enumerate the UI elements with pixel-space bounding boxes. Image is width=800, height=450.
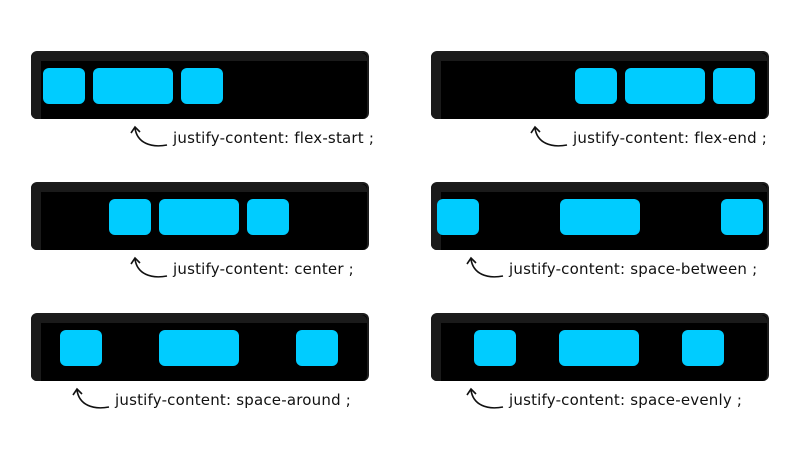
flex-item	[625, 68, 705, 104]
flex-item	[296, 330, 339, 366]
flex-item	[43, 68, 85, 104]
flex-item	[474, 330, 516, 366]
caption: justify-content: space-between ;	[465, 254, 757, 284]
flex-item	[59, 330, 102, 366]
flex-container	[31, 182, 369, 250]
demo-flex-start: justify-content: flex-start ;	[31, 51, 374, 147]
demo-space-evenly: justify-content: space-evenly ;	[431, 313, 771, 409]
caption: justify-content: center ;	[129, 254, 354, 284]
flex-container	[431, 182, 769, 250]
flex-item	[560, 199, 640, 235]
caption: justify-content: space-around ;	[71, 385, 351, 415]
flex-item	[247, 199, 289, 235]
caption: justify-content: flex-end ;	[529, 123, 767, 153]
caption-label: justify-content: flex-end ;	[573, 129, 768, 147]
curved-arrow-icon	[72, 387, 110, 409]
caption-label: justify-content: space-evenly ;	[509, 391, 743, 409]
caption-label: justify-content: flex-start ;	[173, 129, 375, 147]
flex-item	[181, 68, 223, 104]
caption-label: justify-content: center ;	[173, 260, 354, 278]
flex-container	[431, 51, 769, 119]
caption: justify-content: space-evenly ;	[465, 385, 742, 415]
demo-center: justify-content: center ;	[31, 182, 371, 278]
flex-item	[721, 199, 763, 235]
curved-arrow-icon	[466, 256, 504, 278]
flex-item	[109, 199, 151, 235]
flex-item	[575, 68, 617, 104]
flex-item	[437, 199, 479, 235]
flex-container	[31, 313, 369, 381]
flex-item	[713, 68, 755, 104]
flex-item	[158, 330, 239, 366]
flex-item	[559, 330, 639, 366]
caption: justify-content: flex-start ;	[129, 123, 374, 153]
flex-item	[159, 199, 239, 235]
demo-space-between: justify-content: space-between ;	[431, 182, 771, 278]
demo-flex-end: justify-content: flex-end ;	[431, 51, 771, 147]
curved-arrow-icon	[130, 256, 168, 278]
flex-item	[93, 68, 173, 104]
flex-container	[31, 51, 369, 119]
curved-arrow-icon	[530, 125, 568, 147]
demo-space-around: justify-content: space-around ;	[31, 313, 371, 409]
curved-arrow-icon	[466, 387, 504, 409]
curved-arrow-icon	[130, 125, 168, 147]
caption-label: justify-content: space-between ;	[509, 260, 758, 278]
flex-container	[431, 313, 769, 381]
caption-label: justify-content: space-around ;	[115, 391, 352, 409]
flex-item	[682, 330, 724, 366]
